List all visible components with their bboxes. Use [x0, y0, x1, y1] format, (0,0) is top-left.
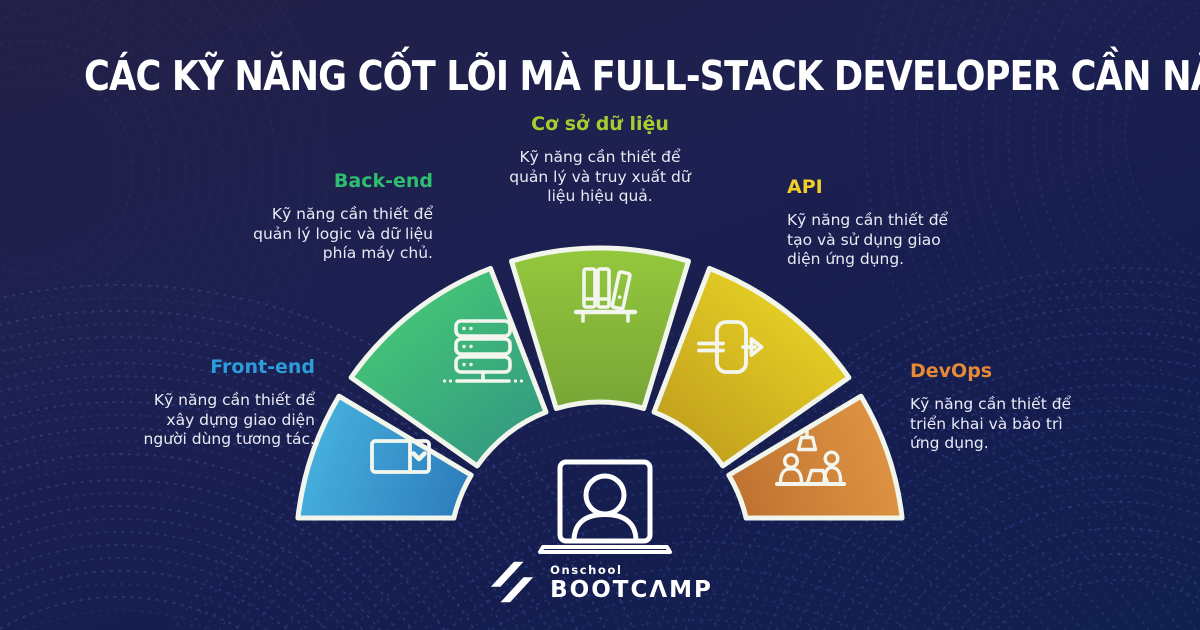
fan-segment-api [651, 265, 852, 469]
skill-label-database: Cơ sở dữ liệu [531, 113, 669, 135]
skill-description-devops: Kỹ năng cần thiết để triển khai và bảo t… [910, 395, 1072, 453]
logo-brand-text: Onschool [550, 562, 623, 577]
skill-description-frontend: Kỹ năng cần thiết để xây dựng giao diện … [143, 391, 315, 449]
server-stack-icon [442, 319, 524, 383]
team-workspace-icon [775, 427, 846, 486]
skill-column-database: Cơ sở dữ liệu Kỹ năng cần thiết để quản … [505, 113, 695, 207]
fan-segment-frontend [295, 393, 474, 521]
page-title: CÁC KỸ NĂNG CỐT LÕI MÀ FULL-STACK DEVELO… [84, 52, 1200, 100]
skill-column-frontend: Front-end Kỹ năng cần thiết để xây dựng … [135, 356, 315, 450]
skill-column-devops: DevOps Kỹ năng cần thiết để triển khai v… [910, 360, 1080, 454]
person-on-laptop-icon [538, 459, 672, 554]
skill-label-frontend: Front-end [210, 356, 315, 378]
skill-description-database: Kỹ năng cần thiết để quản lý và truy xuấ… [509, 148, 691, 206]
browser-window-icon [370, 439, 431, 474]
skill-column-backend: Back-end Kỹ năng cần thiết để quản lý lo… [238, 170, 433, 264]
skill-label-backend: Back-end [333, 170, 433, 192]
skill-label-api: API [787, 176, 823, 198]
data-transfer-arrow-icon [697, 320, 764, 374]
skill-description-api: Kỹ năng cần thiết để tạo và sử dụng giao… [787, 211, 949, 269]
fan-segment-backend [348, 265, 549, 469]
fan-segment-devops [726, 393, 905, 521]
skill-description-backend: Kỹ năng cần thiết để quản lý logic và dữ… [253, 205, 433, 263]
onschool-bootcamp-logo: Onschool BOOTCΛMP [0, 559, 1200, 605]
skill-label-devops: DevOps [910, 360, 993, 382]
bookshelf-icon [573, 267, 638, 323]
logo-product-text: BOOTCΛMP [550, 576, 713, 603]
skill-column-api: API Kỹ năng cần thiết để tạo và sử dụng … [787, 176, 955, 270]
fan-segment-database [509, 245, 691, 411]
lightning-logo-icon [490, 561, 534, 603]
